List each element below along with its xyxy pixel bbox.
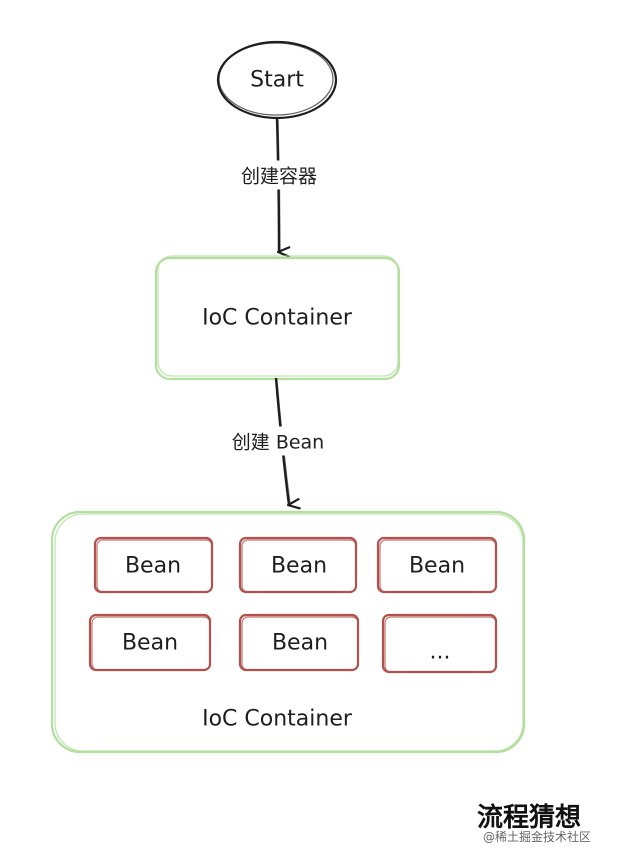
ioc-container-node (154, 255, 401, 381)
bean-box-2 (238, 536, 358, 594)
bean-label-2: Bean (270, 553, 328, 579)
ellipsis-label: ... (429, 639, 451, 665)
create-container-label: 创建容器 (236, 160, 322, 190)
start-label: Start (250, 67, 304, 93)
bean-box-1 (93, 536, 214, 594)
bean-box-6 (381, 613, 498, 674)
footer-title: 流程猜想 (477, 803, 582, 833)
bean-box-5 (238, 613, 360, 672)
bean-label-5: Bean (271, 630, 329, 656)
bean-label-4: Bean (121, 630, 179, 656)
ioc-container-group (50, 510, 526, 754)
bean-label-3: Bean (408, 553, 466, 579)
bean-label-1: Bean (124, 553, 182, 579)
bean-box-4 (88, 613, 212, 672)
watermark: @稀土掘金技术社区 (483, 830, 592, 844)
ioc-container-label: IoC Container (202, 305, 352, 331)
ioc-container-group-label: IoC Container (202, 706, 352, 732)
bean-box-3 (376, 536, 498, 594)
create-bean-label: 创建 Bean (227, 426, 329, 456)
